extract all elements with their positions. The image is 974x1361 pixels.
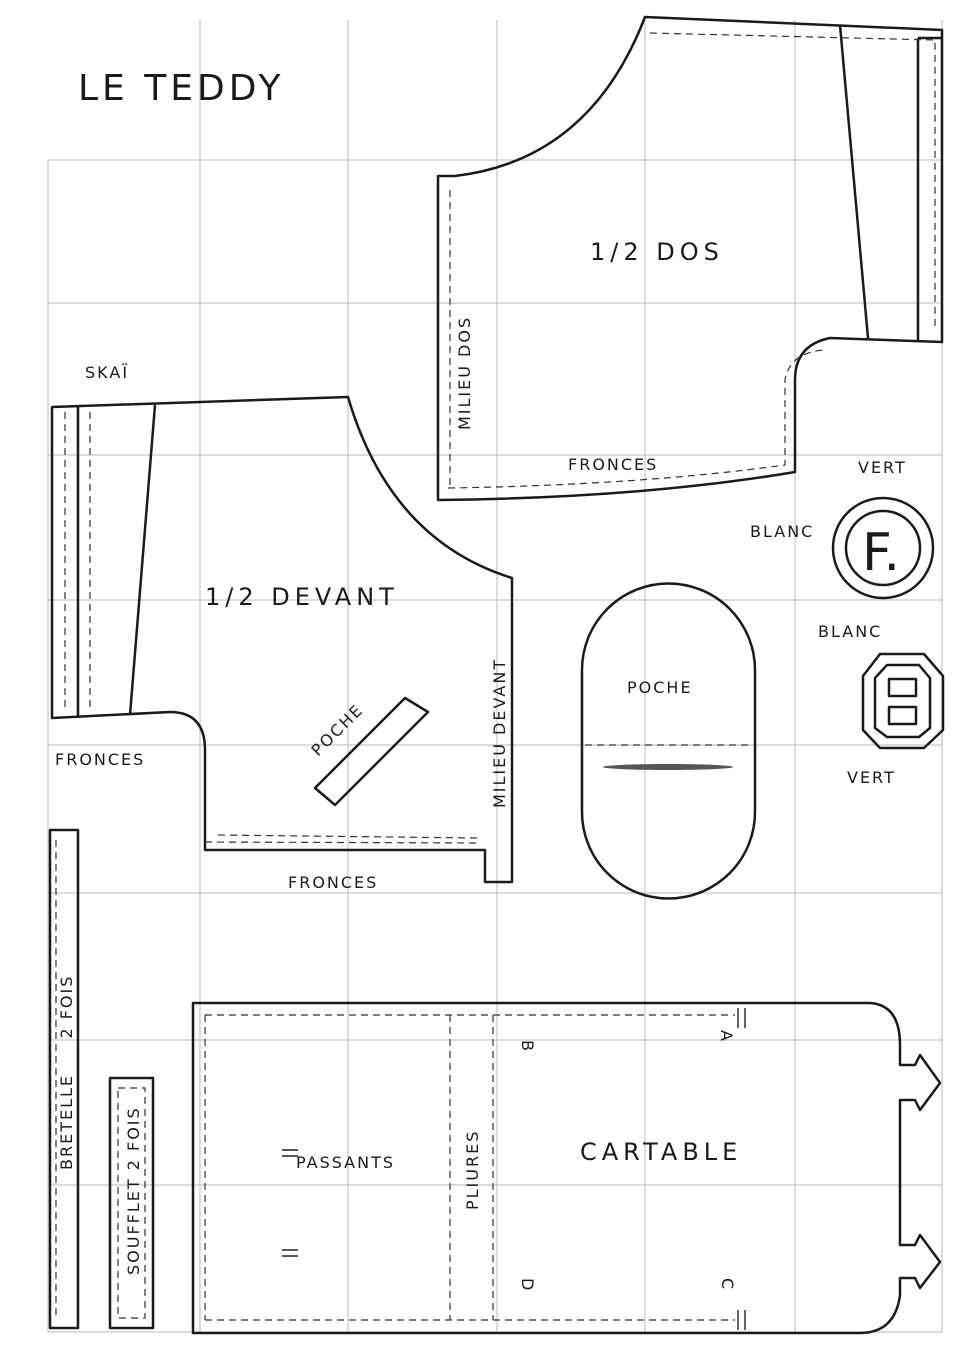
- loops-label: PASSANTS: [296, 1153, 395, 1172]
- front-label: 1/2 DEVANT: [205, 583, 399, 611]
- skai-label: SKAÏ: [85, 363, 129, 382]
- badge-round-inner-label: VERT: [858, 458, 907, 477]
- badge-octagon: BLANC VERT: [818, 622, 945, 787]
- badge-letter: F.: [862, 523, 900, 583]
- back-center-label: MILIEU DOS: [455, 316, 474, 430]
- folds-label: PLIURES: [463, 1130, 482, 1210]
- back-label: 1/2 DOS: [590, 238, 724, 266]
- mark-a: A: [717, 1030, 736, 1043]
- piece-half-back: 1/2 DOS MILIEU DOS FRONCES: [436, 15, 944, 502]
- badge-oct-outer-label: BLANC: [818, 622, 882, 641]
- gusset-label: SOUFFLET 2 FOIS: [124, 1106, 143, 1275]
- pocket-label: POCHE: [627, 678, 693, 697]
- back-gathers-label: FRONCES: [568, 455, 658, 474]
- piece-gusset: SOUFFLET 2 FOIS: [108, 1076, 155, 1330]
- badge-round: F. BLANC VERT: [750, 458, 935, 600]
- front-pocket-label: POCHE: [307, 700, 367, 760]
- mark-d: D: [518, 1278, 537, 1292]
- mark-b: B: [518, 1040, 537, 1053]
- grid: [47, 20, 943, 1333]
- front-gathers-label: FRONCES: [288, 873, 378, 892]
- front-center-label: MILIEU DEVANT: [490, 658, 509, 808]
- left-gathers-label: FRONCES: [55, 750, 145, 769]
- page-title: LE TEDDY: [78, 68, 284, 109]
- badge-round-outer-label: BLANC: [750, 522, 814, 541]
- piece-strap: BRETELLE 2 FOIS: [48, 828, 80, 1330]
- strap-label: BRETELLE 2 FOIS: [57, 975, 76, 1170]
- piece-satchel: CARTABLE PASSANTS PLIURES A B C D: [191, 1001, 942, 1335]
- satchel-label: CARTABLE: [580, 1138, 742, 1166]
- mark-c: C: [718, 1278, 737, 1291]
- front-pocket-welt: [313, 696, 430, 807]
- piece-pocket: POCHE: [580, 582, 757, 900]
- piece-half-front: 1/2 DEVANT MILIEU DEVANT FRONCES FRONCES…: [50, 363, 514, 892]
- badge-oct-inner-label: VERT: [847, 768, 896, 787]
